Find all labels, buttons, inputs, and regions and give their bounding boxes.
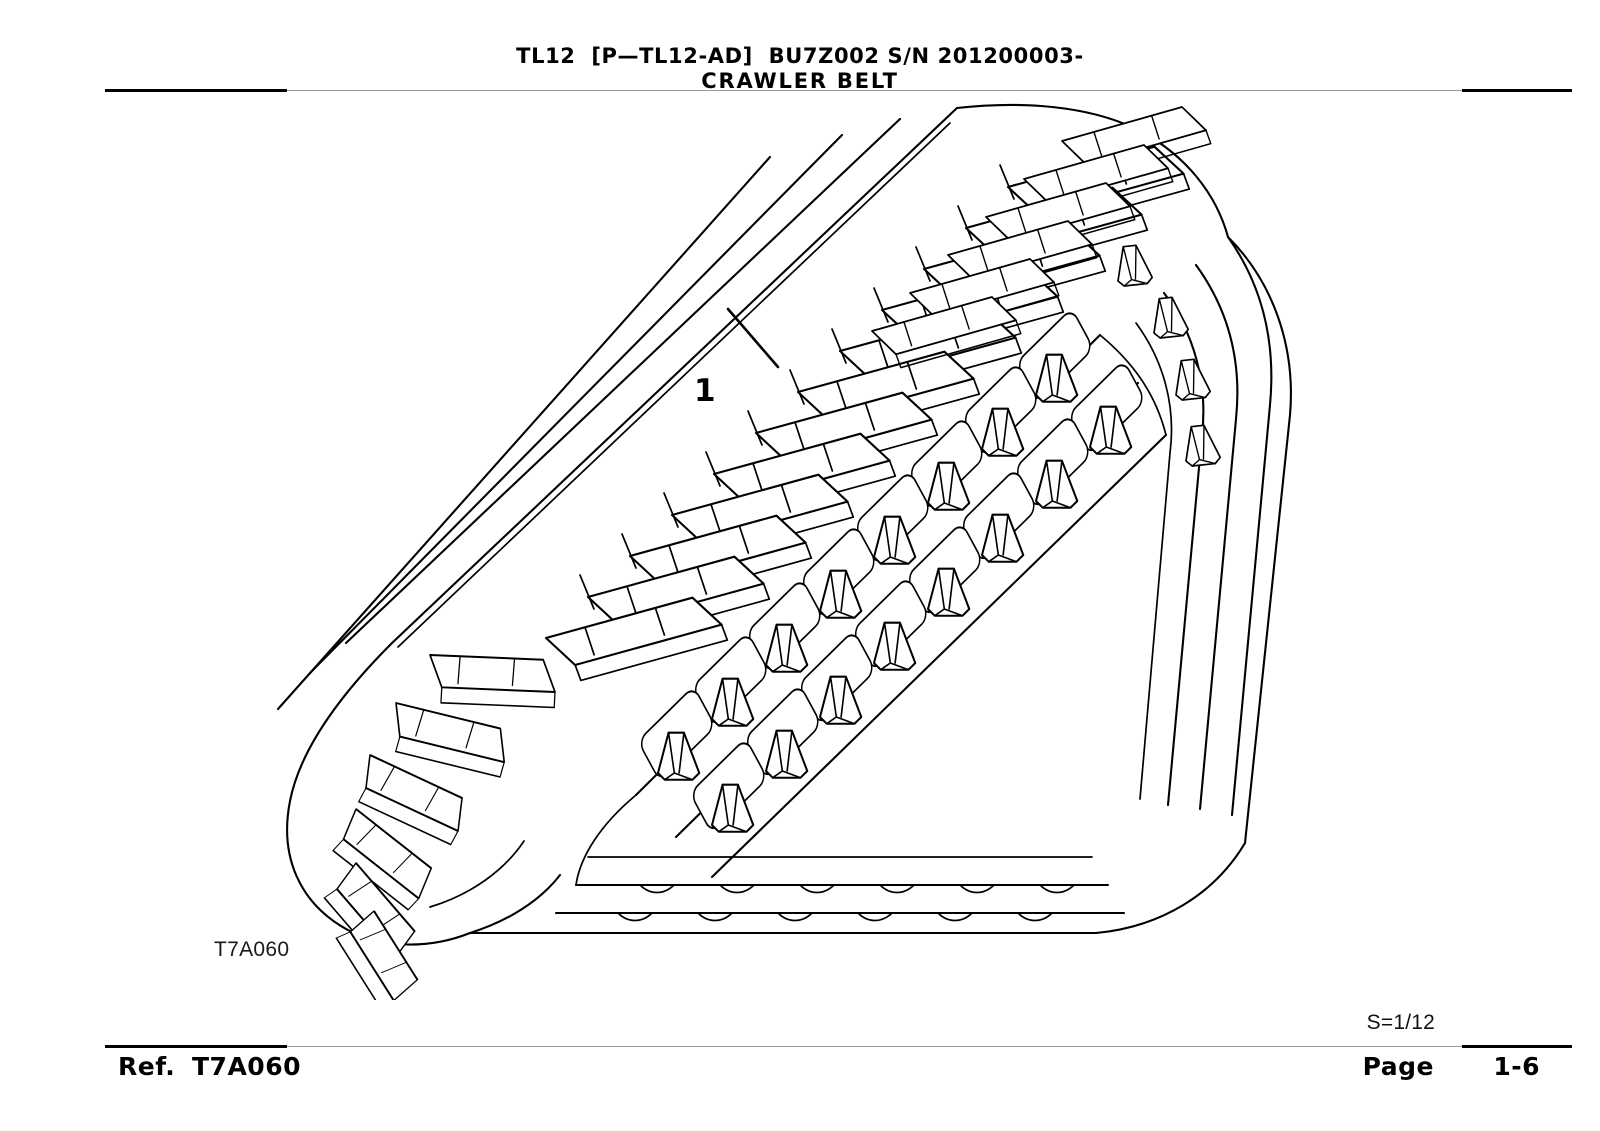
page-header: TL12 [P—TL12-AD] BU7Z002 S/N 201200003- … (0, 44, 1600, 94)
scale-label: S=1/12 (1366, 1011, 1435, 1034)
belt-inner-face (575, 243, 1222, 886)
belt-left-nose-inner (429, 840, 562, 935)
page-label: Page (1362, 1052, 1434, 1081)
footer-rule-thin (105, 1046, 1572, 1047)
drawing-reference-code: T7A060 (214, 938, 290, 961)
callout-1 (726, 307, 780, 369)
ref-value: T7A060 (192, 1052, 301, 1081)
header-rule-left-cap (105, 89, 287, 92)
footer-divider-rule (0, 1044, 1600, 1049)
page-title: CRAWLER BELT (701, 69, 899, 93)
footer-rule-right-cap (1462, 1045, 1572, 1048)
crawler-belt-drawing-svg: .ln { fill:none; stroke:#000; stroke-wid… (276, 103, 1292, 1000)
belt-outer-silhouette (286, 103, 1292, 946)
belt-outer-tread-face (276, 103, 1214, 1000)
crawler-belt-body (276, 103, 1292, 1000)
header-rule-right-cap (1462, 89, 1572, 92)
ref-label: Ref. (118, 1052, 176, 1081)
page-number: 1-6 (1493, 1052, 1540, 1081)
header-rule-thin (105, 90, 1572, 91)
page-footer: Ref. T7A060 Page 1-6 (0, 1052, 1600, 1092)
callout-number-1: 1 (694, 373, 716, 409)
machine-model-line: TL12 [P—TL12-AD] BU7Z002 S/N 201200003- (516, 44, 1084, 68)
belt-near-sidewall (554, 856, 1126, 922)
footer-rule-left-cap (105, 1045, 287, 1048)
technical-illustration: .ln { fill:none; stroke:#000; stroke-wid… (0, 95, 1600, 1000)
header-divider-rule (0, 88, 1600, 93)
